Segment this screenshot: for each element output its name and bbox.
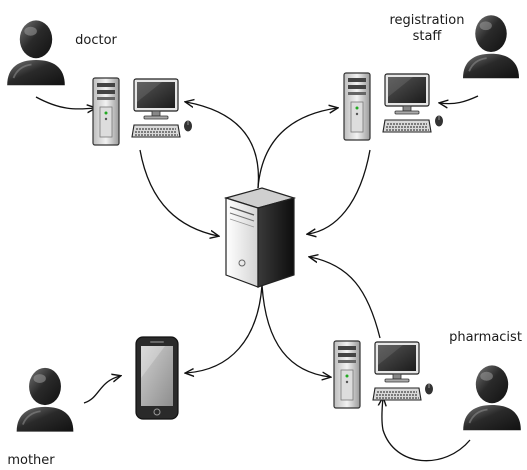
arrow-server-to-phone: [186, 284, 263, 373]
registration-label-line1: registration: [389, 13, 465, 28]
arrow-pharmacy-workstation-to-server: [310, 257, 381, 339]
server-icon: [223, 187, 297, 288]
registration-staff-label: registration staff: [372, 13, 482, 45]
arrow-registration-workstation-to-server: [308, 149, 371, 234]
arrow-doctor-to-workstation: [35, 96, 95, 109]
smartphone-icon: [135, 336, 179, 420]
arrow-pharmacist-to-workstation: [382, 398, 471, 462]
arrow-doctor-workstation-to-server: [139, 149, 218, 236]
doctor-person-icon: [6, 19, 66, 87]
arrow-server-to-pharmacy-workstation: [261, 284, 330, 377]
pharmacist-person-icon: [462, 364, 522, 432]
mother-label: mother: [7, 453, 55, 468]
connectors: [35, 95, 479, 462]
registration-label-line2: staff: [412, 29, 442, 44]
registration-workstation-icon: [343, 72, 444, 141]
arrow-server-to-registration-workstation: [257, 108, 337, 189]
arrow-server-to-doctor-workstation: [186, 102, 260, 189]
arrow-mother-to-phone: [83, 376, 120, 404]
mother-person-icon: [15, 366, 75, 433]
doctor-label: doctor: [75, 33, 117, 48]
arrow-registration-to-workstation: [440, 95, 479, 104]
doctor-workstation-icon: [92, 77, 193, 146]
pharmacist-label: pharmacist: [449, 330, 522, 345]
pharmacy-workstation-icon: [333, 340, 434, 409]
